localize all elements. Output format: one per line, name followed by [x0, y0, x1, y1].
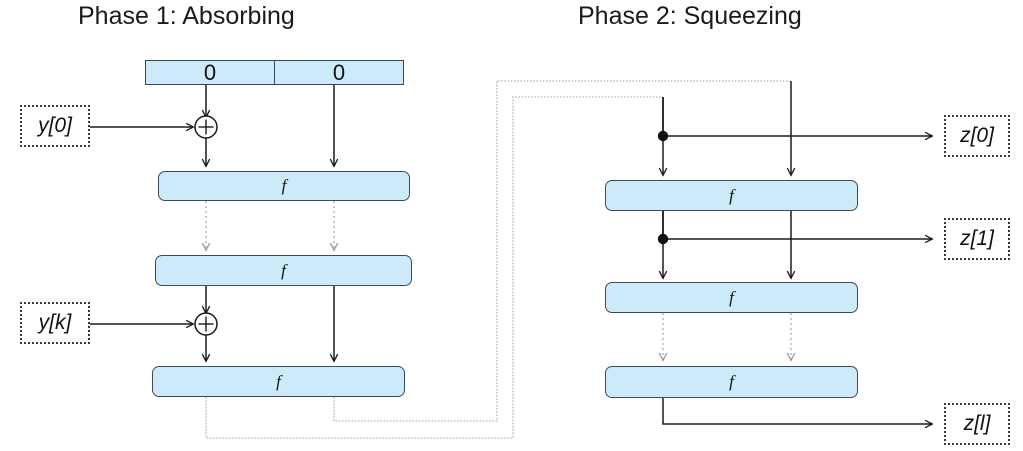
phase1-title: Phase 1: Absorbing: [78, 2, 295, 30]
phase2-f-block-2: f: [605, 282, 858, 313]
output-box-zl: z[l]: [944, 403, 1010, 445]
phase2-title: Phase 2: Squeezing: [578, 2, 802, 30]
wire-p2-f2-to-f3-elided: [663, 313, 791, 360]
wire-feedback-capacity: [333, 80, 791, 422]
output-box-z0: z[0]: [944, 115, 1010, 157]
phase1-f-block-3: f: [152, 366, 405, 397]
wire-f3-to-zl: [662, 398, 932, 424]
wire-f1-to-f2-elided: [206, 201, 334, 250]
input-box-yk: y[k]: [20, 302, 90, 344]
phase2-f-block-3: f: [605, 366, 858, 398]
phase2-f-block-1: f: [605, 180, 858, 211]
input-box-y0: y[0]: [20, 105, 90, 147]
phase1-f-block-1: f: [158, 171, 410, 201]
state-cell-rate: 0: [203, 59, 217, 85]
output-box-z1: z[1]: [944, 218, 1010, 260]
tap-dot-z1-icon: [657, 233, 669, 245]
initial-state-bar: 0 0: [145, 60, 404, 85]
state-cell-capacity: 0: [274, 60, 403, 85]
tap-dot-z0-icon: [657, 130, 669, 142]
xor-k-icon: [194, 312, 218, 336]
xor-0-icon: [194, 115, 218, 139]
phase1-f-block-2: f: [155, 255, 412, 286]
